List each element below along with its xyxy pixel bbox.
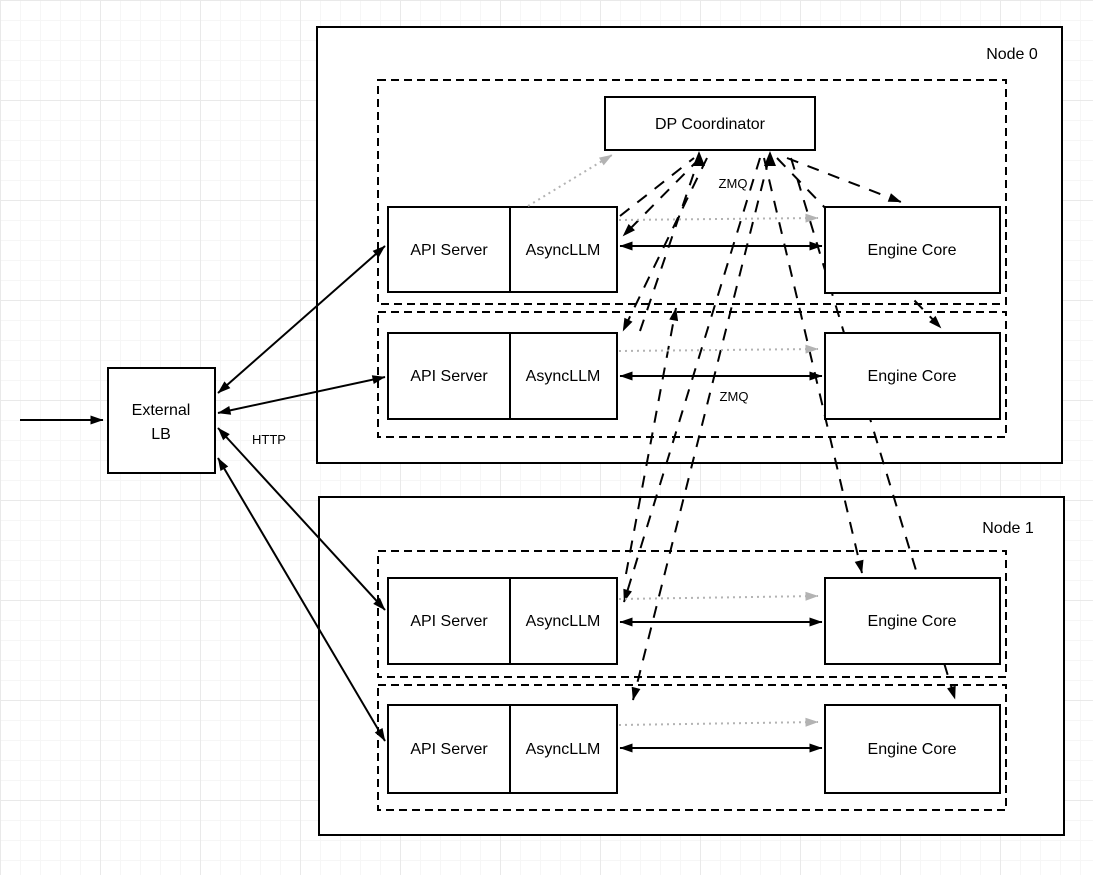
- engine-core-box-n0r2: [824, 332, 1001, 420]
- edge-asyncllm-n0r1-to-coordinator: [619, 157, 695, 217]
- node0-row1-container: [377, 79, 1007, 305]
- zmq-coordinator-label: ZMQ: [719, 176, 748, 191]
- asyncllm-label-n0r1: AsyncLLM: [526, 242, 601, 259]
- engine-core-label-n0r1: Engine Core: [868, 242, 957, 259]
- edge-coordinator-to-asyncllm-n1r1: [623, 157, 761, 603]
- api-server-label-n0r2: API Server: [410, 368, 488, 385]
- edge-coordinator-to-enginecore-n1r1: [763, 157, 864, 574]
- arrowhead-into-coordinator-right: [764, 151, 776, 166]
- edge-lb-apiserver-n0r1: [217, 245, 386, 394]
- http-label: HTTP: [252, 432, 286, 447]
- apiserver-asyncllm-box-n1r1: [387, 577, 618, 665]
- edge-coordinator-to-asyncllm-n0r1: [622, 157, 701, 237]
- api-server-label-n1r2: API Server: [410, 741, 488, 758]
- api-server-label-n0r1: API Server: [410, 242, 488, 259]
- solid-links: [20, 241, 823, 753]
- engine-core-box-n1r2: [824, 704, 1001, 794]
- dp-coordinator-label: DP Coordinator: [655, 116, 766, 133]
- engine-core-label-n0r2: Engine Core: [868, 368, 957, 385]
- edge-asyncllm-n0r1-to-coordinator-dotted: [527, 154, 613, 207]
- apiserver-asyncllm-box-n0r2: [387, 332, 618, 420]
- edge-asyncllm-n1r1-to-coordinator: [625, 307, 679, 575]
- engine-core-box-n0r1: [824, 206, 1001, 294]
- asyncllm-label-n1r1: AsyncLLM: [526, 613, 601, 630]
- node0-label: Node 0: [986, 46, 1038, 63]
- api-server-label-n1r1: API Server: [410, 613, 488, 630]
- apiserver-asyncllm-box-n0r1: [387, 206, 618, 293]
- engine-core-box-n1r1: [824, 577, 1001, 665]
- external-lb-label-line1: External: [132, 402, 191, 419]
- engine-core-label-n1r1: Engine Core: [868, 613, 957, 630]
- dp-coordinator-box: [604, 96, 816, 151]
- zmq-row-label: ZMQ: [720, 389, 749, 404]
- asyncllm-label-n1r2: AsyncLLM: [526, 741, 601, 758]
- arrowhead-into-coordinator-left: [693, 151, 705, 166]
- node1-label: Node 1: [982, 520, 1034, 537]
- gray-dotted-links: [527, 154, 819, 727]
- engine-core-label-n1r2: Engine Core: [868, 741, 957, 758]
- edge-lb-apiserver-n0r2: [217, 375, 386, 415]
- apiserver-asyncllm-box-n1r2: [387, 704, 618, 794]
- external-lb-box: [107, 367, 216, 474]
- edge-lb-apiserver-n1r2: [217, 457, 386, 742]
- asyncllm-label-n0r2: AsyncLLM: [526, 368, 601, 385]
- external-lb-label-line2: LB: [151, 426, 171, 443]
- node1-row2-container: [377, 684, 1007, 811]
